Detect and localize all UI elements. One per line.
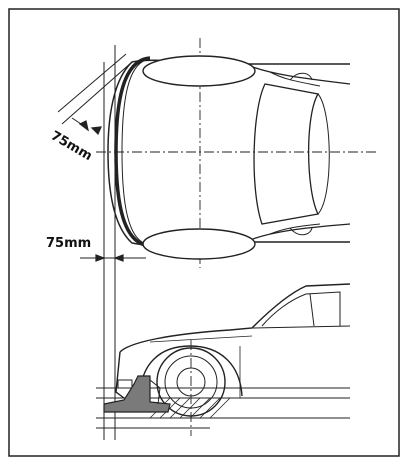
corner-dimension-line-2 bbox=[61, 61, 133, 125]
car-profile-roofline bbox=[119, 283, 351, 353]
side-dimension-arrow-left bbox=[95, 254, 106, 262]
hood-crease bbox=[149, 335, 253, 343]
side-clearance-label: 75mm bbox=[46, 236, 91, 251]
fender-crease-upper bbox=[269, 71, 321, 87]
mud-guard-edge bbox=[149, 379, 161, 405]
corner-dimension-line bbox=[57, 53, 127, 113]
side-dimension-arrow-right bbox=[113, 254, 124, 262]
side-window bbox=[261, 291, 341, 327]
top-view bbox=[57, 38, 378, 440]
front-guard-inner-top bbox=[121, 59, 147, 245]
car-body-outline-top bbox=[107, 59, 350, 246]
window-pillar bbox=[309, 293, 315, 327]
corner-dimension-arrow bbox=[78, 120, 89, 132]
windshield-top bbox=[253, 83, 320, 225]
corner-dimension-arrow-2 bbox=[90, 126, 102, 136]
headlight bbox=[117, 379, 133, 389]
front-wheel-top-upper bbox=[142, 55, 256, 87]
front-guard-top bbox=[114, 56, 151, 248]
hatch-pattern bbox=[149, 397, 231, 419]
mirror-lower bbox=[289, 227, 313, 236]
corner-clearance-label: 75mm bbox=[48, 128, 95, 164]
beltline bbox=[251, 325, 351, 329]
mirror-upper bbox=[289, 72, 313, 81]
front-wheel-top-lower bbox=[142, 228, 256, 260]
fender-crease-lower bbox=[269, 223, 321, 235]
wheel-arch bbox=[139, 345, 243, 399]
side-view bbox=[96, 283, 351, 436]
roof-edge-top bbox=[317, 93, 330, 215]
front-bumper-profile bbox=[115, 351, 125, 399]
diagram-frame bbox=[8, 8, 400, 457]
mud-guard bbox=[103, 375, 171, 413]
